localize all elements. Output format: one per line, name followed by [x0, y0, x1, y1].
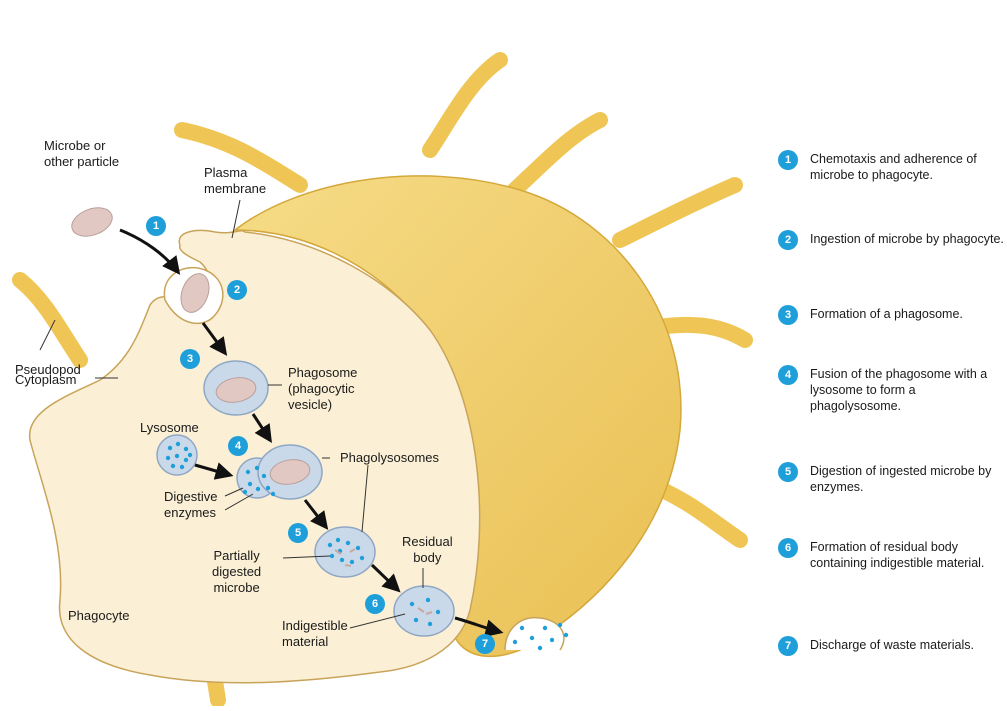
label-phagolysosomes: Phagolysosomes — [340, 450, 439, 466]
label-residual-body: Residual body — [402, 534, 453, 566]
label-digestive-enzymes: Digestive enzymes — [164, 489, 217, 521]
legend-badge-4: 4 — [778, 365, 798, 385]
label-partially-digested: Partially digested microbe — [212, 548, 261, 596]
step-badge-7: 7 — [475, 634, 495, 654]
legend-text-6: Formation of residual body containing in… — [810, 539, 1005, 571]
legend-badge-3: 3 — [778, 305, 798, 325]
step-badge-4: 4 — [228, 436, 248, 456]
legend-badge-1: 1 — [778, 150, 798, 170]
label-indigestible: Indigestible material — [282, 618, 348, 650]
legend-text-5: Digestion of ingested microbe by enzymes… — [810, 463, 1005, 495]
legend-badge-6: 6 — [778, 538, 798, 558]
legend-badge-2: 2 — [778, 230, 798, 250]
legend-text-2: Ingestion of microbe by phagocyte. — [810, 231, 1005, 247]
step-badge-5: 5 — [288, 523, 308, 543]
step-badge-6: 6 — [365, 594, 385, 614]
step-badge-1: 1 — [146, 216, 166, 236]
step-badge-2: 2 — [227, 280, 247, 300]
legend-text-7: Discharge of waste materials. — [810, 637, 1005, 653]
microbe-outside — [68, 203, 116, 242]
legend-badge-7: 7 — [778, 636, 798, 656]
arrow-1 — [120, 230, 178, 272]
label-microbe: Microbe or other particle — [44, 138, 119, 170]
projection-top — [430, 60, 500, 150]
label-cytoplasm: Cytoplasm — [15, 372, 76, 388]
phagolysosome-2 — [315, 527, 375, 577]
legend-text-3: Formation of a phagosome. — [810, 306, 1005, 322]
label-lysosome: Lysosome — [140, 420, 199, 436]
step-badge-3: 3 — [180, 349, 200, 369]
pseudopod-left — [20, 280, 80, 360]
label-phagocyte: Phagocyte — [68, 608, 129, 624]
projection-right-1 — [620, 185, 735, 240]
label-cytoplasm-text: Cytoplasm — [15, 372, 76, 387]
label-phagosome: Phagosome (phagocytic vesicle) — [288, 365, 357, 413]
leader-pseudopod — [40, 320, 55, 350]
legend-badge-5: 5 — [778, 462, 798, 482]
legend-text-4: Fusion of the phagosome with a lysosome … — [810, 366, 1005, 414]
legend-text-1: Chemotaxis and adherence of microbe to p… — [810, 151, 1005, 183]
label-plasma-membrane: Plasma membrane — [204, 165, 266, 197]
